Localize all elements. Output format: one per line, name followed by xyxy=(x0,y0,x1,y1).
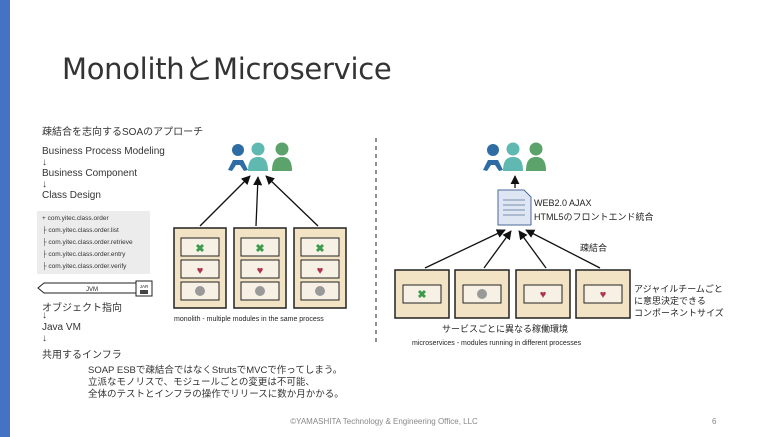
monolith-caption: monolith - multiple modules in the same … xyxy=(174,316,324,323)
footer-copyright: ©YAMASHITA Technology & Engineering Offi… xyxy=(290,417,478,426)
package-item: ├ com.yitec.class.order.verify xyxy=(42,263,127,270)
user-teal-icon xyxy=(503,142,523,171)
sub-flow-item: Java VM xyxy=(42,322,81,333)
monolith-process-box: ✖ ♥ xyxy=(233,227,287,309)
svg-text:✖: ✖ xyxy=(315,243,324,255)
svg-text:♥: ♥ xyxy=(197,265,204,277)
svg-text:✖: ✖ xyxy=(417,289,426,301)
page-title: MonolithとMicroservice xyxy=(62,52,392,86)
package-list-box xyxy=(37,211,150,274)
arrow xyxy=(483,230,512,269)
agile-label: コンポーネントサイズ xyxy=(634,308,724,318)
flow-arrow: ↓ xyxy=(42,179,47,190)
user-blue-icon xyxy=(483,144,503,171)
sub-flow-item: 共用するインフラ xyxy=(42,350,122,361)
sub-flow-item: オブジェクト指向 xyxy=(42,303,122,314)
accent-bar xyxy=(0,0,10,437)
microservice-box: ♥ xyxy=(575,269,631,319)
sub-flow-arrow: ↓ xyxy=(42,310,47,321)
frontend-label: WEB2.0 AJAX xyxy=(534,198,592,208)
soap-note: 立派なモノリスで、モジュールごとの変更は不可能、 xyxy=(88,377,315,388)
flow-item: Business Process Modeling xyxy=(42,146,165,157)
soa-heading: 疎結合を志向するSOAのアプローチ xyxy=(42,127,204,138)
arrow xyxy=(253,176,263,227)
package-item: ├ com.yitec.class.order.retrieve xyxy=(42,239,133,246)
page-number: 6 xyxy=(712,417,717,426)
user-green-icon xyxy=(526,142,546,171)
sub-flow-arrow: ↓ xyxy=(42,333,47,344)
service-label: サービスごとに異なる稼働環境 xyxy=(442,324,569,334)
package-item: ├ com.yitec.class.order.entry xyxy=(42,251,126,258)
jvm-banner: JVM xyxy=(37,282,147,294)
arrow xyxy=(199,175,251,227)
svg-text:✖: ✖ xyxy=(255,243,264,255)
package-item: + com.yitec.class.order xyxy=(42,215,109,222)
svg-text:JVM: JVM xyxy=(86,287,98,293)
monolith-process-box: ✖ ♥ xyxy=(293,227,347,309)
svg-text:♥: ♥ xyxy=(257,265,264,277)
frontend-document-icon xyxy=(497,189,532,226)
coupling-label: 疎結合 xyxy=(580,243,608,253)
monolith-process-box: ✖ ♥ xyxy=(173,227,227,309)
microservice-box xyxy=(454,269,510,319)
user-teal-icon xyxy=(248,142,268,171)
arrow xyxy=(518,230,547,269)
flow-item: Class Design xyxy=(42,190,101,201)
agile-label: に意思決定できる xyxy=(634,296,706,306)
flow-item: Business Component xyxy=(42,168,138,179)
frontend-label: HTML5のフロントエンド統合 xyxy=(534,212,654,222)
soap-note: 全体のテストとインフラの操作でリリースに数か月かかる。 xyxy=(88,389,344,400)
soap-note: SOAP ESBで疎結合ではなくStrutsでMVCで作ってしまう。 xyxy=(88,365,343,376)
svg-text:♥: ♥ xyxy=(317,265,324,277)
agile-label: アジャイルチームごと xyxy=(634,284,723,294)
microservices-caption: microservices - modules running in diffe… xyxy=(412,340,582,347)
arrow xyxy=(265,175,319,227)
user-green-icon xyxy=(272,142,292,171)
microservice-box: ♥ xyxy=(515,269,571,319)
svg-text:✖: ✖ xyxy=(195,243,204,255)
arrow xyxy=(525,229,601,269)
svg-text:♥: ♥ xyxy=(540,289,547,301)
flow-arrow: ↓ xyxy=(42,157,47,168)
package-item: ├ com.yitec.class.order.list xyxy=(42,227,119,234)
microservice-box: ✖ xyxy=(394,269,450,319)
arrow xyxy=(424,229,506,269)
user-blue-icon xyxy=(228,144,248,171)
svg-text:♥: ♥ xyxy=(600,289,607,301)
svg-text:JAR: JAR xyxy=(140,284,149,289)
jar-icon: JAR xyxy=(135,280,153,297)
